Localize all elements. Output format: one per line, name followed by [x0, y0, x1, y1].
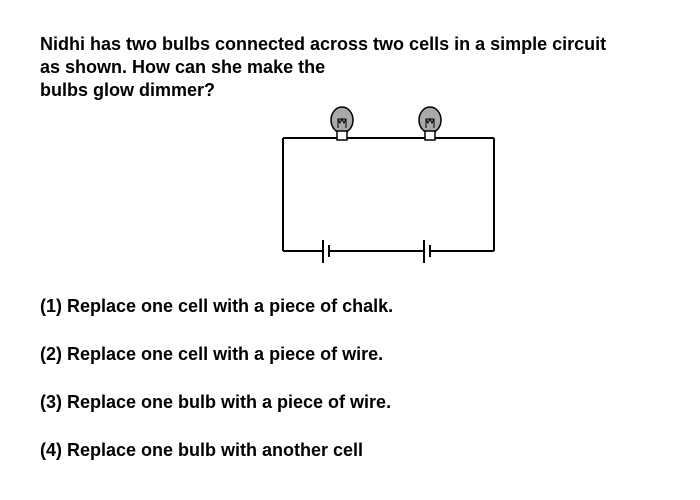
- cell-1: [322, 240, 330, 263]
- cell-2: [423, 240, 431, 263]
- option-4[interactable]: (4) Replace one bulb with another cell: [40, 440, 364, 460]
- question-line-2: as shown. How can she make the: [40, 57, 326, 77]
- circuit-diagram: [282, 106, 495, 263]
- bulb-1: [330, 106, 354, 141]
- question-text: Nidhi has two bulbs connected across two…: [40, 33, 690, 102]
- bulb-2: [418, 106, 442, 141]
- option-1[interactable]: (1) Replace one cell with a piece of cha…: [40, 296, 394, 316]
- question-line-1: Nidhi has two bulbs connected across two…: [40, 34, 607, 54]
- question-line-3: bulbs glow dimmer?: [40, 80, 216, 100]
- option-3[interactable]: (3) Replace one bulb with a piece of wir…: [40, 392, 392, 412]
- option-2[interactable]: (2) Replace one cell with a piece of wir…: [40, 344, 384, 364]
